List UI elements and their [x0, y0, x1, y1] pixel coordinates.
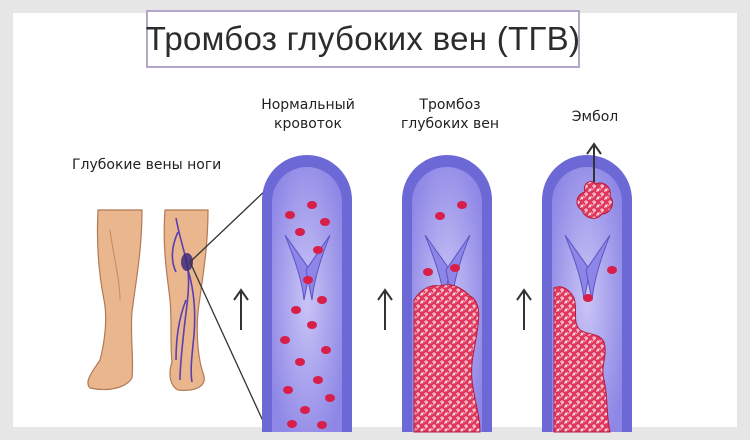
pointer-lines [189, 187, 269, 433]
vein-dvt [402, 155, 492, 433]
dvt-label: Тромбоз глубоких вен [395, 96, 505, 134]
thrombus-remaining [553, 286, 611, 433]
vein-normal [262, 155, 352, 432]
up-arrow-icon [377, 288, 393, 330]
title-box: Тромбоз глубоких вен (ТГВ) [146, 10, 580, 68]
clot-marker [181, 253, 193, 271]
dvt-label-line2: глубоких вен [400, 116, 500, 132]
normal-flow-label-line2: кровоток [274, 116, 342, 132]
normal-flow-label-line1: Нормальный [261, 97, 355, 113]
deep-veins [171, 217, 196, 383]
normal-flow-label: Нормальный кровоток [258, 96, 358, 134]
up-arrow-icon [233, 288, 249, 330]
dvt-label-line1: Тромбоз [419, 97, 481, 113]
blood-cells [280, 201, 335, 429]
page-title: Тромбоз глубоких вен (ТГВ) [145, 20, 581, 57]
up-arrow-icon [516, 288, 532, 330]
legs-label: Глубокие вены ноги [72, 157, 222, 173]
thrombus [413, 284, 481, 433]
embolus-label: Эмбол [571, 109, 619, 125]
left-leg [87, 209, 143, 391]
up-arrow-icon [586, 142, 602, 182]
vein-embolus [542, 155, 632, 433]
embolus-clot [576, 181, 613, 219]
legs-illustration [87, 209, 209, 391]
